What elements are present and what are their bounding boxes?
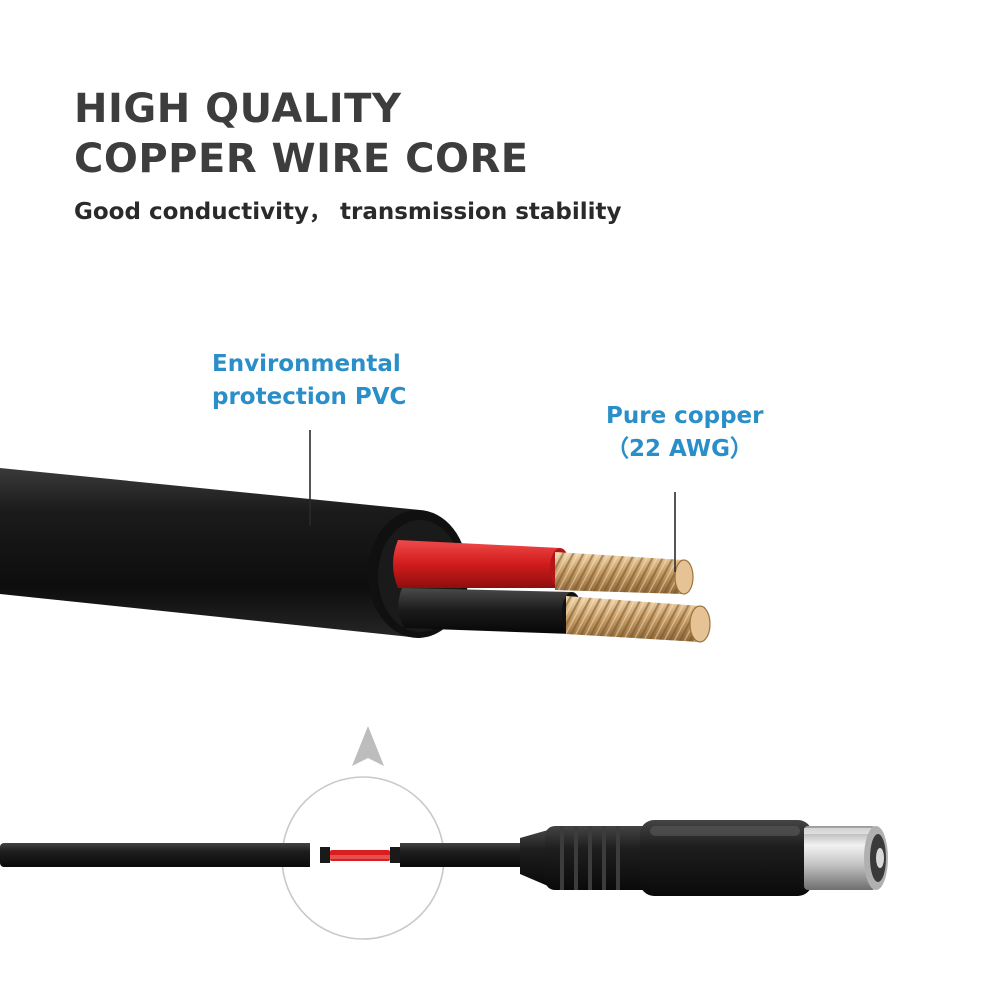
page-subtitle: Good conductivity， transmission stabilit… xyxy=(74,199,622,225)
red-conductor xyxy=(393,540,570,588)
dc-connector xyxy=(520,820,888,896)
bottom-cable xyxy=(0,840,540,870)
copper-callout: Pure copper （22 AWG） xyxy=(606,400,764,466)
pvc-callout-line-1: Environmental xyxy=(212,351,401,377)
up-arrow-icon xyxy=(352,726,384,766)
copper-callout-line-2: （22 AWG） xyxy=(606,436,754,462)
black-conductor xyxy=(398,588,582,634)
title-line-1: HIGH QUALITY xyxy=(74,86,402,132)
title-line-2: COPPER WIRE CORE xyxy=(74,136,529,182)
pvc-callout-line-2: protection PVC xyxy=(212,384,407,410)
copper-strand-top xyxy=(555,552,694,595)
copper-strand-bottom xyxy=(566,596,711,643)
copper-callout-line-1: Pure copper xyxy=(606,403,764,429)
page-title: HIGH QUALITY COPPER WIRE CORE xyxy=(74,84,529,184)
pvc-callout: Environmental protection PVC xyxy=(212,348,406,414)
